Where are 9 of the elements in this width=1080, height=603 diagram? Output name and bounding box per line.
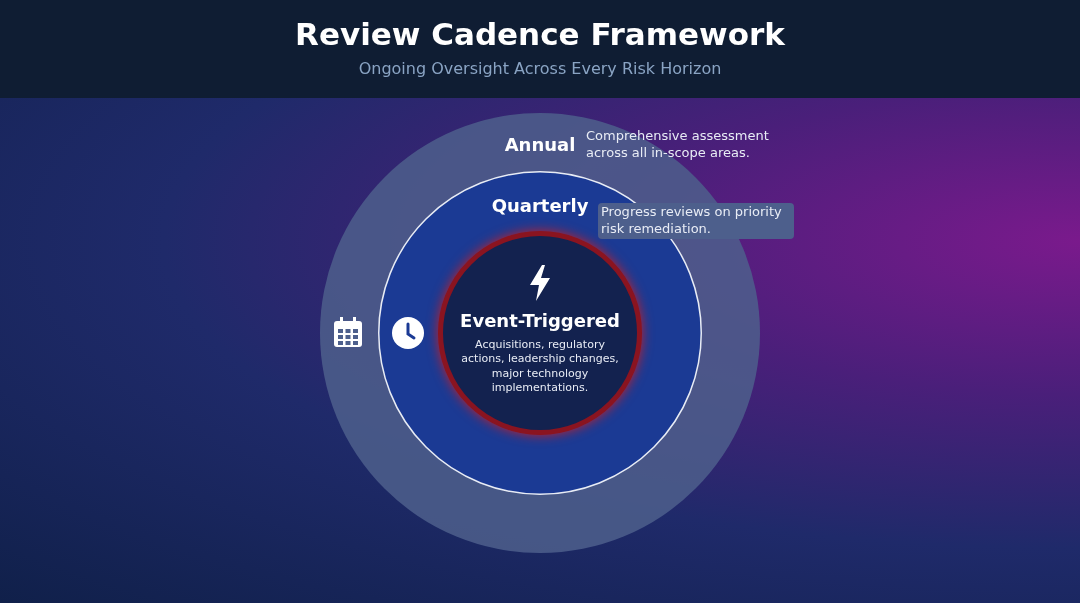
ring-description: Acquisitions, regulatory actions, leadership changes, major technology implementations. [460,338,620,396]
ring-title: Event-Triggered [460,310,620,331]
ring-description: Comprehensive assessment across all in-scope areas. [586,128,770,162]
event-triggered-ring [438,231,642,435]
subtitle: Ongoing Oversight Across Every Risk Horizon [357,59,723,78]
ring-title: Quarterly [491,195,589,216]
ring-title: Annual [504,134,576,155]
ring-description: Progress reviews on priority risk remediation. [598,203,794,239]
slide-title: Review Cadence Framework [294,16,786,52]
